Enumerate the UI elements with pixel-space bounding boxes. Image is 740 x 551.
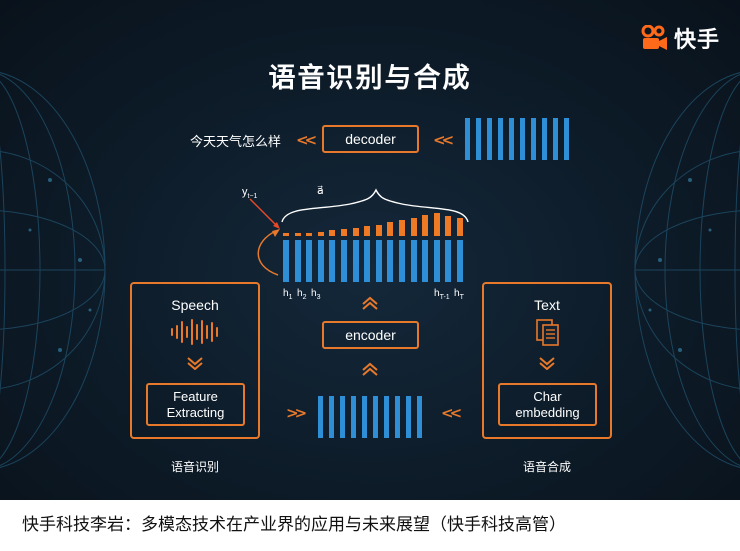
attention-weight-bar: [399, 219, 405, 236]
feature-label-line1: Feature: [173, 388, 218, 404]
chevron-right-icon: >>: [286, 404, 307, 422]
decoder-output-bar: [520, 118, 525, 160]
globe-decoration-left: [0, 72, 106, 468]
chevron-left-icon: <<: [296, 131, 317, 149]
bottom-caption: 快手科技李岩：多模态技术在产业界的应用与未来展望（快手科技高管）: [0, 500, 740, 551]
decoder-label: decoder: [345, 131, 396, 147]
chevron-left-icon: <<: [433, 131, 454, 149]
char-label-line2: embedding: [515, 404, 580, 420]
waveform-icon: [171, 319, 218, 345]
attention-weight-bar: [341, 229, 347, 236]
chevron-down-icon: [539, 357, 555, 370]
attention-weight-bar: [387, 222, 394, 236]
char-label-line1: Char: [533, 388, 562, 404]
hidden-state-bar: [294, 240, 301, 282]
attention-weight-bar: [364, 226, 371, 236]
attention-weight-bar: [410, 217, 417, 236]
input-feature-bar: [318, 396, 323, 438]
speech-synthesis-panel: [482, 282, 612, 439]
char-embedding-box: Char embedding: [498, 383, 597, 426]
decoder-output-bar: [553, 118, 558, 160]
hidden-state-bar: [283, 240, 289, 282]
attention-weight-bar: [375, 224, 382, 236]
chevron-down-icon: [187, 357, 203, 370]
attention-weight-bar: [306, 233, 313, 236]
y-label: yt−1: [242, 186, 257, 200]
h-label-t-minus-1: hT-1: [434, 288, 450, 301]
hidden-state-bar: [433, 240, 440, 282]
attention-brace: [281, 188, 469, 223]
input-feature-bar: [406, 396, 411, 438]
input-feature-bar: [417, 396, 422, 438]
hidden-state-bar: [317, 240, 324, 282]
encoder-box: encoder: [322, 321, 419, 349]
attention-weight-bar: [283, 233, 289, 236]
globe-decoration-right: [634, 72, 740, 468]
decoder-output-bar: [531, 118, 536, 160]
document-icon: [536, 319, 559, 346]
decoder-output-bar: [476, 118, 481, 160]
y-label-base: y: [242, 186, 248, 198]
h-label-t: hT: [454, 288, 464, 301]
speech-recognition-caption: 语音识别: [170, 460, 219, 474]
attention-weight-bar: [317, 231, 324, 236]
decoder-output-bar: [465, 118, 470, 160]
logo-text: 快手: [673, 28, 720, 53]
speech-synthesis-caption: 语音合成: [522, 460, 571, 474]
kuaishou-logo-icon: [641, 25, 667, 50]
hidden-state-bar: [329, 240, 336, 282]
h-label-2: h2: [297, 288, 307, 301]
input-feature-bar: [329, 396, 334, 438]
attention-weight-bar: [445, 215, 452, 236]
chevron-up-icon: [362, 296, 378, 310]
decoder-output-bar: [487, 118, 492, 160]
hidden-state-bar: [410, 240, 417, 282]
hidden-state-bar: [306, 240, 313, 282]
output-text: 今天天气怎么样: [190, 135, 282, 150]
hidden-state-bar: [341, 240, 347, 282]
input-feature-bar: [362, 396, 367, 438]
input-feature-bar: [373, 396, 378, 438]
decoder-output-bar: [509, 118, 514, 160]
h-label-1: h1: [283, 288, 293, 301]
input-feature-bar: [395, 396, 400, 438]
speech-label: Speech: [171, 297, 219, 313]
diagram-title: 语音识别与合成: [268, 63, 472, 94]
a-label: a⃗: [317, 185, 324, 197]
speech-recognition-panel: [130, 282, 260, 439]
attention-weight-bar: [294, 233, 301, 236]
attention-weight-bar: [329, 230, 336, 236]
input-feature-bar: [351, 396, 356, 438]
attention-weight-bar: [422, 215, 429, 236]
hidden-state-bar: [457, 240, 463, 282]
input-feature-bar: [340, 396, 345, 438]
attention-weight-bar: [457, 217, 463, 236]
attention-weight-bar: [433, 213, 440, 236]
decoder-output-bar: [564, 118, 569, 160]
text-label: Text: [534, 297, 560, 313]
hidden-state-bar: [399, 240, 405, 282]
decoder-output-bar: [498, 118, 503, 160]
hidden-state-bar: [352, 240, 359, 282]
hidden-state-bar: [387, 240, 394, 282]
kuaishou-logo: 快手: [640, 22, 720, 54]
y-label-sub: t−1: [247, 193, 258, 201]
feature-extracting-box: Feature Extracting: [146, 383, 245, 426]
hidden-state-bar: [375, 240, 382, 282]
feature-label-line2: Extracting: [166, 404, 225, 420]
decoder-box: decoder: [322, 125, 419, 153]
encoder-label: encoder: [345, 327, 396, 343]
input-feature-bar: [384, 396, 389, 438]
hidden-state-bar: [364, 240, 371, 282]
hidden-state-bar: [445, 240, 452, 282]
decoder-output-bar: [542, 118, 547, 160]
chevron-left-icon: <<: [441, 404, 462, 422]
diagram-stage: 快手 语音识别与合成 今天天气怎么样 << decoder << a⃗ yt−1…: [0, 0, 740, 500]
h-label-3: h3: [311, 288, 321, 301]
y-arrow: [249, 198, 280, 276]
hidden-state-bar: [422, 240, 429, 282]
attention-weight-bar: [352, 227, 359, 236]
chevron-up-icon: [362, 362, 378, 376]
